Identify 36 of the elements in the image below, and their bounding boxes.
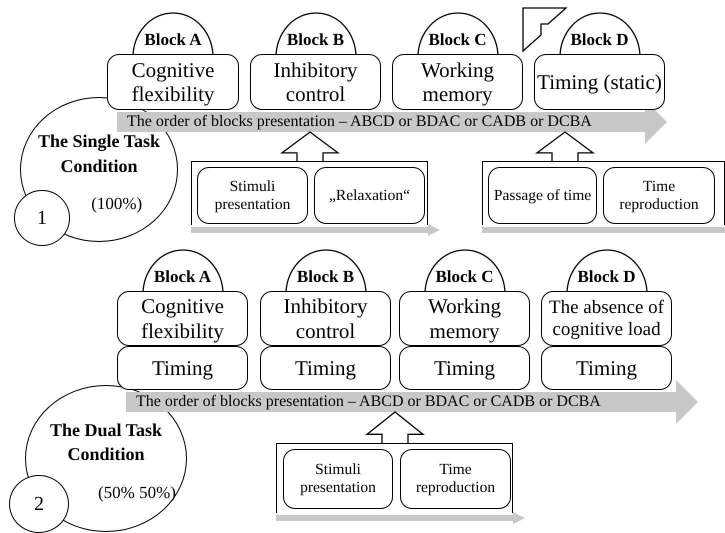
block-label: Block B bbox=[286, 30, 346, 50]
condition-share: (100%) bbox=[91, 194, 142, 214]
step-card: Stimuli presentation bbox=[283, 449, 393, 509]
block-arrow bbox=[535, 131, 595, 162]
block-label: Block B bbox=[296, 267, 356, 287]
block-label: Block A bbox=[143, 30, 203, 50]
task-card: Cognitive flexibility bbox=[107, 54, 239, 110]
timing-card: Timing bbox=[399, 346, 530, 390]
task-card: The absence of cognitive load bbox=[541, 291, 672, 346]
block-label: Block C bbox=[427, 30, 488, 50]
block-label: Block C bbox=[434, 267, 495, 287]
number-circle: 2 bbox=[9, 475, 69, 533]
task-card: Cognitive flexibility bbox=[117, 291, 248, 346]
task-card: Inhibitory control bbox=[250, 54, 381, 110]
block-arrow bbox=[365, 411, 425, 444]
task-card: Working memory bbox=[392, 54, 523, 110]
block-label: Block D bbox=[576, 267, 637, 287]
step-card: „Relaxation“ bbox=[314, 167, 425, 224]
timing-card: Timing bbox=[541, 346, 672, 390]
timing-card: Timing bbox=[117, 346, 248, 390]
timing-card: Timing bbox=[260, 346, 391, 390]
block-arrow bbox=[280, 131, 340, 162]
order-text: The order of blocks presentation – ABCD or BDAC or CADB or DCBA bbox=[127, 112, 592, 132]
condition-title: The Dual Task Condition bbox=[48, 418, 164, 466]
number-circle: 1 bbox=[14, 190, 70, 246]
order-text: The order of blocks presentation – ABCD or BDAC or CADB or DCBA bbox=[136, 392, 601, 412]
block-label: Block D bbox=[569, 30, 630, 50]
step-card: Passage of time bbox=[488, 167, 597, 224]
condition-share: (50% 50%) bbox=[98, 483, 176, 504]
step-card: Stimuli presentation bbox=[197, 167, 308, 224]
step-card: Time reproduction bbox=[400, 449, 511, 509]
condition-title: The Single Task Condition bbox=[36, 130, 162, 178]
block-label: Block A bbox=[152, 267, 212, 287]
task-card: Inhibitory control bbox=[260, 291, 391, 346]
step-card: Time reproduction bbox=[603, 167, 715, 224]
task-card: Working memory bbox=[399, 291, 530, 346]
